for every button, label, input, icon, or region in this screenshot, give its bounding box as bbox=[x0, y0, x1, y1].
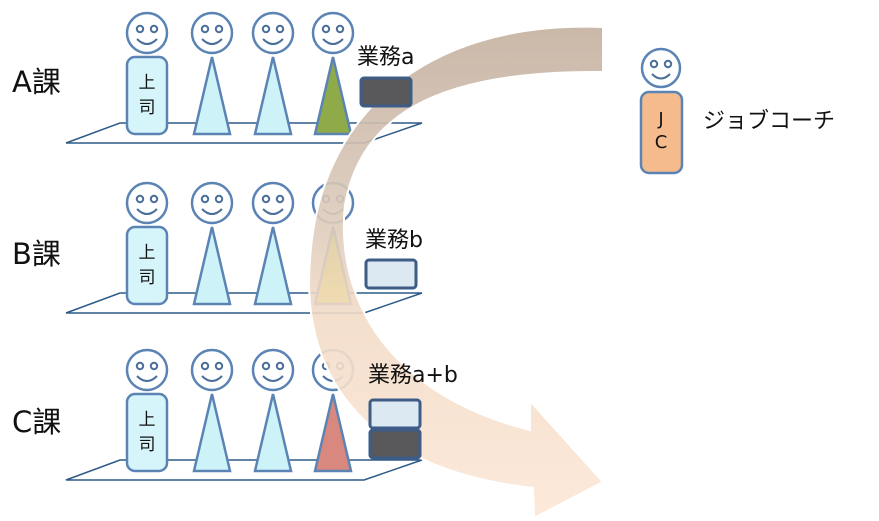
smiley-face-icon bbox=[125, 11, 169, 55]
boss-label-char: 司 bbox=[139, 268, 156, 288]
worker-figure bbox=[190, 11, 234, 136]
smiley-face-icon bbox=[251, 348, 295, 392]
worker-figure bbox=[251, 181, 295, 306]
department-floor bbox=[65, 459, 423, 481]
task-b-box bbox=[364, 258, 418, 290]
job-coach-face bbox=[640, 47, 682, 89]
boss-badge bbox=[125, 55, 169, 136]
smiley-face-icon bbox=[190, 11, 234, 55]
smiley-face-icon bbox=[311, 11, 355, 55]
task-label: 業務a bbox=[357, 45, 414, 70]
department-floor bbox=[65, 292, 423, 314]
smiley-face-icon bbox=[251, 181, 295, 225]
department-label: A課 bbox=[12, 65, 61, 99]
boss-label-char: 上 bbox=[139, 243, 156, 263]
worker-body bbox=[192, 393, 232, 473]
worker-figure bbox=[251, 11, 295, 136]
worker-body bbox=[313, 56, 353, 136]
task-label: 業務a+b bbox=[368, 363, 458, 388]
boss-label-char: 司 bbox=[139, 98, 156, 118]
smiley-face-icon bbox=[190, 181, 234, 225]
worker-body bbox=[313, 393, 353, 473]
smiley-face-icon bbox=[190, 348, 234, 392]
job-coach-badge-letter-c: C bbox=[655, 132, 668, 153]
boss-figure: 上司 bbox=[125, 11, 169, 136]
boss-label-char: 司 bbox=[139, 435, 156, 455]
worker-figure bbox=[251, 348, 295, 473]
boss-badge bbox=[125, 225, 169, 306]
smiley-face-icon bbox=[125, 348, 169, 392]
worker-body bbox=[192, 226, 232, 306]
task-a-box bbox=[368, 428, 422, 460]
highlighted-worker-figure bbox=[311, 11, 355, 136]
department-label: B課 bbox=[12, 237, 61, 271]
worker-body bbox=[253, 56, 293, 136]
task-label: 業務b bbox=[365, 228, 423, 253]
job-coach-badge bbox=[639, 90, 684, 175]
worker-body bbox=[192, 56, 232, 136]
department-label: C課 bbox=[12, 405, 61, 439]
boss-figure: 上司 bbox=[125, 181, 169, 306]
job-coach-figure: J C bbox=[639, 47, 684, 175]
worker-body bbox=[253, 393, 293, 473]
smiley-face-icon bbox=[125, 181, 169, 225]
worker-figure bbox=[190, 181, 234, 306]
boss-figure: 上司 bbox=[125, 348, 169, 473]
boss-label-char: 上 bbox=[139, 73, 156, 93]
task-a-box bbox=[359, 76, 413, 108]
task-b-box bbox=[368, 398, 422, 430]
worker-figure bbox=[190, 348, 234, 473]
job-coach-badge-letter-j: J bbox=[657, 109, 663, 130]
worker-body bbox=[253, 226, 293, 306]
smiley-face-icon bbox=[251, 11, 295, 55]
job-coach-label: ジョブコーチ bbox=[703, 109, 835, 134]
boss-badge bbox=[125, 392, 169, 473]
boss-label-char: 上 bbox=[139, 410, 156, 430]
job-coach-rotation-arrow bbox=[308, 25, 605, 520]
